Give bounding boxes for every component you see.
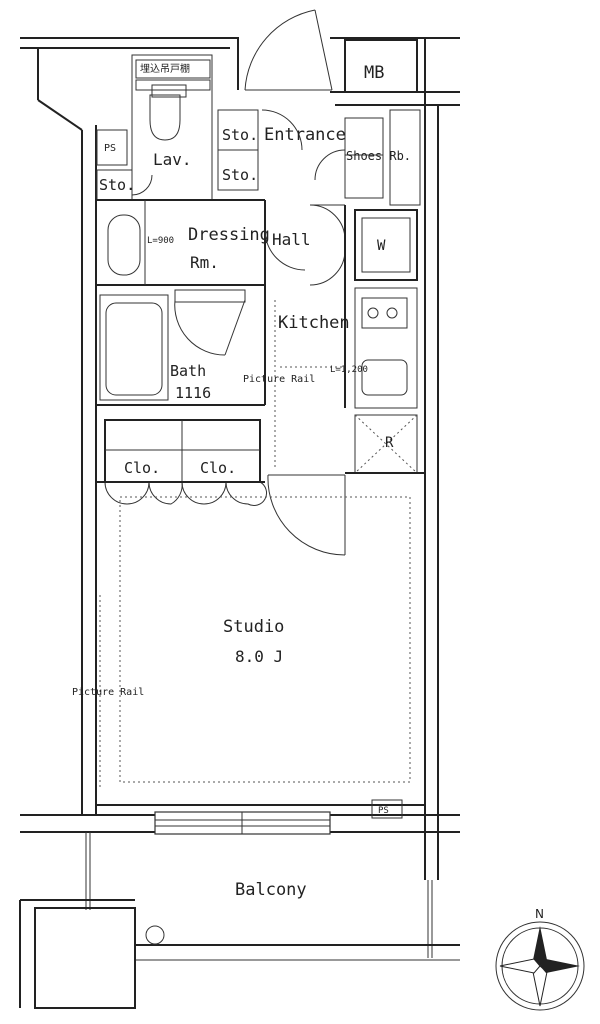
hall-doors [309,204,346,286]
balcony-window [154,811,331,835]
sto-left-label: Sto. [99,176,135,194]
entrance-label: Entrance [264,125,346,145]
studio-label: Studio [223,617,284,637]
studio-room [96,300,425,819]
north-compass-icon [495,921,585,1011]
picture-rail-top-label: Picture Rail [243,374,315,385]
outer-walls [20,37,460,880]
ps-top-label: PS [104,143,116,154]
entrance-door [244,9,333,91]
lav-label: Lav. [153,150,192,169]
kitchen-label: Kitchen [278,313,350,333]
shoes-label: Shoes Rb. [346,149,411,163]
dressing-label: Dressing [188,225,270,245]
sto-entrance2-label: Sto. [222,166,258,184]
l900-label: L=900 [147,236,174,246]
mb-label: MB [364,63,384,83]
balcony-area [19,832,460,1009]
picture-rail-left-label: Picture Rail [72,687,144,698]
north-label: N [535,907,544,921]
entrance-storage [217,109,421,206]
sto-entrance-label: Sto. [222,126,258,144]
rm-label: Rm. [190,253,219,272]
fridge-label: R [385,435,394,451]
ps-bottom-label: PS [378,806,389,816]
l1200-label: L=1,200 [330,365,368,375]
kitchen-unit [344,205,418,474]
hall-label: Hall [272,230,311,249]
dressing-bath [96,199,306,406]
room-labels: MB 埋込吊戸棚 PS Sto. Lav. Sto. Entrance Sto.… [72,62,544,921]
studio-size-label: 8.0 J [235,647,283,666]
embed-cabinet-label: 埋込吊戸棚 [140,62,190,75]
balcony-label: Balcony [235,880,307,900]
clo2-label: Clo. [200,459,236,477]
bath-size-label: 1116 [175,384,211,402]
bath-label: Bath [170,362,206,380]
clo1-label: Clo. [124,459,160,477]
mb-cabinet [344,39,418,93]
washer-label: W [377,238,386,254]
